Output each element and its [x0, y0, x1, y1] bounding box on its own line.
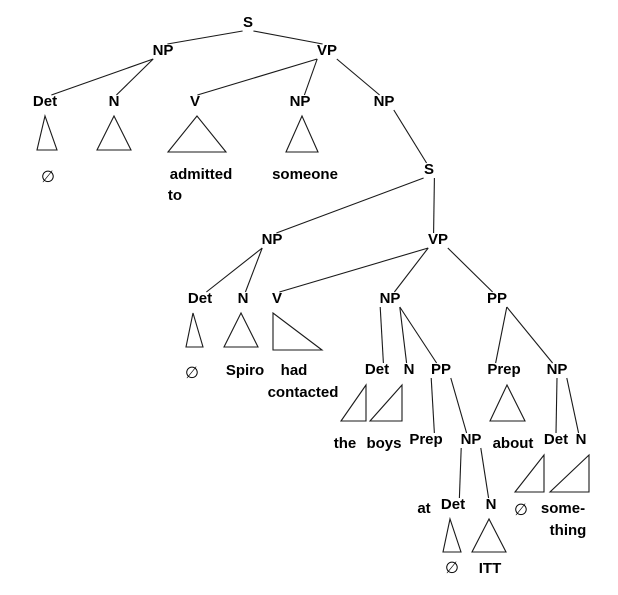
branch-np4-to-det2: [206, 247, 263, 293]
tree-node-det-det4: Det: [544, 431, 568, 448]
branch-pp2-to-prep2: [430, 377, 435, 434]
branch-vp2-to-pp1: [447, 247, 493, 293]
leaf-spiro: Spiro: [226, 362, 264, 379]
tree-node-n-n4: N: [576, 431, 587, 448]
tree-node-det-det3: Det: [365, 361, 389, 378]
tree-node-s-s1: S: [243, 14, 253, 31]
triangle-under-v2: [272, 311, 324, 351]
leaf-null2: ∅: [185, 365, 199, 382]
tree-node-n-n5: N: [486, 496, 497, 513]
triangle-under-np2: [285, 114, 319, 153]
tree-node-np-np2: NP: [290, 93, 311, 110]
branch-np6-to-det4: [555, 377, 558, 434]
tree-node-np-np4: NP: [262, 231, 283, 248]
branch-np5-to-det3: [379, 306, 384, 364]
branch-np4-to-n2: [244, 247, 263, 293]
tree-node-np-np6: NP: [547, 361, 568, 378]
leaf-null1: ∅: [41, 169, 55, 186]
branch-s1-to-vp1: [253, 30, 323, 45]
leaf-some: some-: [541, 500, 585, 517]
triangle-under-det2: [185, 312, 204, 348]
triangle-under-det5: [442, 516, 462, 553]
leaf-null4: ∅: [445, 560, 459, 577]
branch-np5-to-pp2: [399, 306, 438, 364]
branch-vp2-to-v2: [279, 247, 429, 293]
leaf-thing: thing: [550, 522, 587, 539]
tree-node-det-det1: Det: [33, 93, 57, 110]
tree-node-vp-vp1: VP: [317, 42, 337, 59]
leaf-someone: someone: [272, 166, 338, 183]
tree-node-vp-vp2: VP: [428, 231, 448, 248]
tree-node-pp-pp2: PP: [431, 361, 451, 378]
branch-s1-to-np1: [167, 30, 243, 45]
triangle-under-det3: [339, 383, 367, 422]
leaf-itt: ITT: [479, 560, 502, 577]
branch-vp1-to-np2: [303, 58, 318, 96]
branch-s2-to-np4: [276, 177, 424, 234]
branch-pp1-to-np6: [506, 306, 554, 364]
leaf-admitted: admitted: [170, 166, 233, 183]
branch-pp1-to-prep1: [495, 306, 508, 364]
branch-s2-to-vp2: [433, 177, 435, 234]
triangle-under-n4: [548, 453, 590, 493]
branch-vp2-to-np5: [393, 247, 429, 293]
branch-np6-to-n4: [566, 377, 580, 434]
tree-node-pp-pp1: PP: [487, 290, 507, 307]
leaf-to: to: [168, 187, 182, 204]
branch-np5-to-n3: [399, 306, 408, 364]
tree-node-n-n3: N: [404, 361, 415, 378]
tree-node-det-det2: Det: [188, 290, 212, 307]
branch-np1-to-n1: [116, 58, 154, 96]
tree-node-det-det5: Det: [441, 496, 465, 513]
tree-node-np-np7: NP: [461, 431, 482, 448]
leaf-at: at: [417, 500, 430, 517]
leaf-contacted: contacted: [268, 384, 339, 401]
triangle-under-v1: [166, 115, 228, 153]
tree-node-n-n2: N: [238, 290, 249, 307]
leaf-about: about: [493, 435, 534, 452]
tree-node-np-np5: NP: [380, 290, 401, 307]
triangle-under-n3: [368, 383, 403, 422]
triangle-under-n1: [96, 114, 132, 151]
triangle-under-n5: [471, 517, 507, 553]
triangle-under-prep1: [489, 383, 526, 422]
tree-node-prep-prep2: Prep: [409, 431, 442, 448]
triangles-group: [36, 114, 590, 553]
triangle-under-det1: [36, 114, 58, 151]
tree-node-v-v1: V: [190, 93, 200, 110]
leaf-boys: boys: [366, 435, 401, 452]
triangle-under-n2: [223, 311, 259, 348]
branch-np3-to-s2: [393, 109, 428, 164]
branch-np7-to-det5: [458, 447, 462, 499]
leaf-null3: ∅: [514, 502, 528, 519]
tree-node-n-n1: N: [109, 93, 120, 110]
leaf-had: had: [281, 362, 308, 379]
branch-vp1-to-v1: [197, 58, 318, 96]
tree-node-np-np1: NP: [153, 42, 174, 59]
branch-vp1-to-np3: [336, 58, 380, 96]
tree-node-v-v2: V: [272, 290, 282, 307]
branch-np7-to-n5: [480, 447, 490, 499]
triangle-under-det4: [513, 453, 545, 493]
tree-node-np-np3: NP: [374, 93, 395, 110]
branch-np1-to-det1: [51, 58, 154, 96]
branch-lines-group: [51, 30, 580, 499]
branch-pp2-to-np7: [450, 377, 468, 434]
tree-node-s-s2: S: [424, 161, 434, 178]
leaf-the: the: [334, 435, 357, 452]
tree-node-prep-prep1: Prep: [487, 361, 520, 378]
